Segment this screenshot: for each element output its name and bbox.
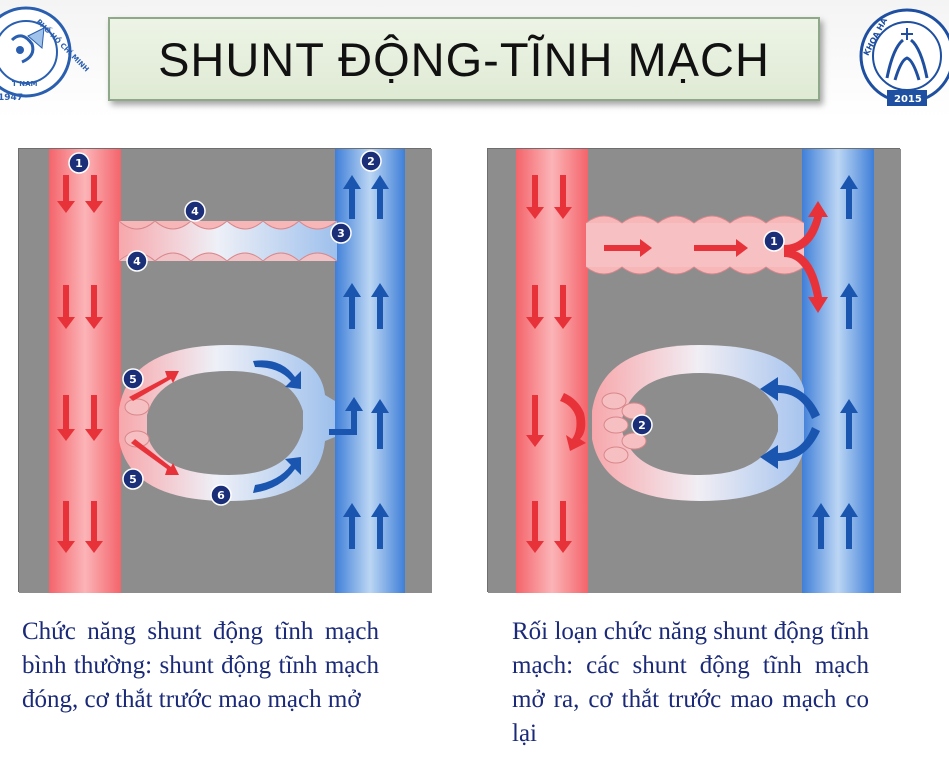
marker-5b-label: 5 — [129, 473, 137, 486]
caption-normal: Chức năng shunt động tĩnh mạch bình thườ… — [22, 618, 379, 713]
svg-text:1947: 1947 — [0, 93, 23, 103]
svg-text:T NAM: T NAM — [12, 80, 37, 88]
marker-4a-label: 4 — [191, 205, 199, 218]
faculty-logo: 2015 KHOA HẢ — [857, 0, 949, 112]
marker-4a — [184, 200, 206, 222]
marker-5a-label: 5 — [129, 373, 137, 386]
marker-1-label: 1 — [75, 157, 83, 170]
diagram-dysfunction: 1 2 — [487, 148, 901, 593]
title-box: SHUNT ĐỘNG-TĨNH MẠCH — [108, 17, 820, 101]
university-logo: 1947 PHỐ HỒ CHÍ MINH T NAM — [0, 0, 92, 112]
marker-3-label: 3 — [337, 227, 345, 240]
markers-dysfunction: 1 2 — [631, 230, 785, 436]
markers-normal: 1 2 3 4 4 5 5 6 — [68, 150, 382, 506]
marker-2 — [360, 150, 382, 172]
marker-6 — [210, 484, 232, 506]
marker-6-label: 6 — [217, 489, 225, 502]
marker-2 — [631, 414, 653, 436]
marker-3 — [330, 222, 352, 244]
marker-5a — [122, 368, 144, 390]
page-title: SHUNT ĐỘNG-TĨNH MẠCH — [158, 32, 770, 86]
svg-text:2015: 2015 — [894, 94, 922, 105]
marker-1 — [763, 230, 785, 252]
marker-1 — [68, 152, 90, 174]
marker-2-label: 2 — [638, 419, 646, 432]
diagram-normal: 1 2 3 4 4 5 5 6 — [18, 148, 432, 593]
caption-dysfunction: Rối loạn chức năng shunt động tĩnh mạch:… — [512, 618, 869, 747]
marker-4b-label: 4 — [133, 255, 141, 268]
marker-2-label: 2 — [367, 155, 375, 168]
marker-4b — [126, 250, 148, 272]
marker-5b — [122, 468, 144, 490]
marker-1-label: 1 — [770, 235, 778, 248]
